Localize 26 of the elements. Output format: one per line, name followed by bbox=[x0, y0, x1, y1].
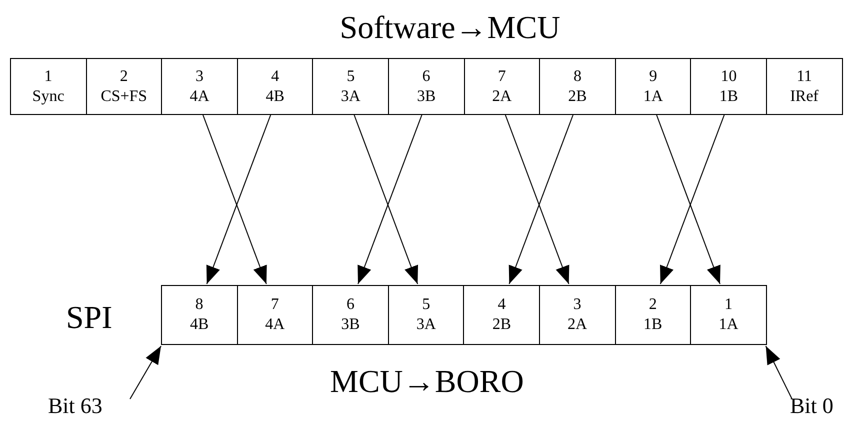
diagram-title: Software→MCU bbox=[338, 8, 562, 46]
bit-field-cell: 5 3A bbox=[312, 58, 389, 115]
bit-field-cell: 6 3B bbox=[388, 58, 465, 115]
bit-field-cell: 2 1B bbox=[614, 285, 692, 345]
direction-label: MCU→BORO bbox=[330, 362, 524, 400]
bit-field-cell: 8 2B bbox=[539, 58, 616, 115]
bit-field-cell: 3 2A bbox=[539, 285, 616, 345]
bit-field-cell: 7 4A bbox=[236, 285, 314, 345]
bit-field-cell: 10 1B bbox=[690, 58, 767, 115]
bit-field-cell: 4 2B bbox=[463, 285, 540, 345]
bit-field-cell: 2 CS+FS bbox=[86, 58, 162, 115]
bit-field-cell: 7 2A bbox=[464, 58, 540, 115]
bit-field-cell: 9 1A bbox=[614, 58, 692, 115]
bit-field-cell: 1 Sync bbox=[10, 58, 87, 115]
bit-field-cell: 8 4B bbox=[161, 285, 238, 345]
bit-field-cell: 6 3B bbox=[312, 285, 389, 345]
bit-field-cell: 5 3A bbox=[388, 285, 464, 345]
bit-label: Bit 63 bbox=[48, 393, 102, 419]
bit-field-cell: 11 IRef bbox=[766, 58, 843, 115]
arrow bbox=[765, 346, 792, 400]
bus-label: SPI bbox=[66, 298, 112, 336]
arrow bbox=[130, 346, 162, 400]
bit-field-cell: 4 4B bbox=[236, 58, 314, 115]
bit-label: Bit 0 bbox=[790, 393, 834, 419]
bit-field-cell: 1 1A bbox=[690, 285, 767, 345]
bit-field-cell: 3 4A bbox=[161, 58, 238, 115]
